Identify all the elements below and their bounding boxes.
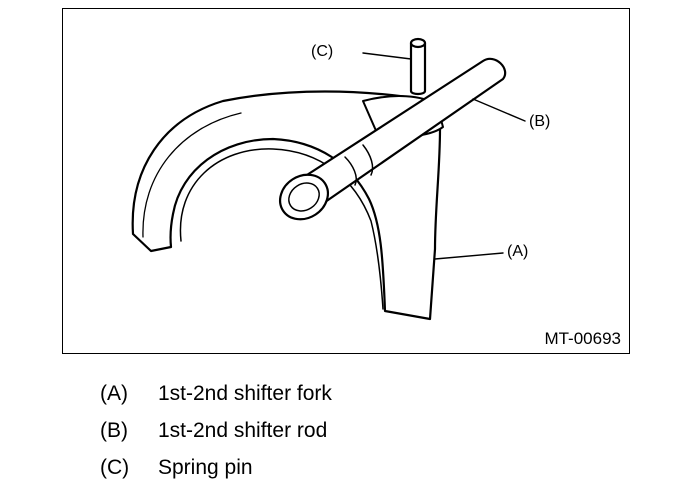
figure-frame: (C) (B) (A) MT-00693 <box>62 8 630 354</box>
legend-key: (C) <box>100 456 130 479</box>
fork-inner-groove <box>179 148 384 310</box>
legend-key: (B) <box>100 419 128 442</box>
callout-b: (B) <box>529 113 551 130</box>
callout-c: (C) <box>311 43 334 60</box>
legend-text: 1st-2nd shifter fork <box>158 382 332 405</box>
leader-line-a <box>434 252 504 260</box>
shifter-fork-illustration <box>131 37 526 321</box>
leader-line-b <box>472 98 526 122</box>
shifter-rod-end-inner <box>288 182 320 212</box>
spring-pin <box>409 41 427 96</box>
figure-code: MT-00693 <box>544 329 621 348</box>
leader-line-c <box>362 52 412 60</box>
legend-text: 1st-2nd shifter rod <box>158 419 328 442</box>
legend-key: (A) <box>100 382 128 405</box>
rod-ring-line <box>362 144 374 176</box>
callout-a: (A) <box>507 243 529 260</box>
legend-text: Spring pin <box>158 456 253 479</box>
fork-outer-edge-line <box>142 112 242 238</box>
shifter-rod <box>291 57 507 211</box>
spring-pin-top <box>409 37 427 49</box>
rod-ring-line <box>344 156 357 186</box>
